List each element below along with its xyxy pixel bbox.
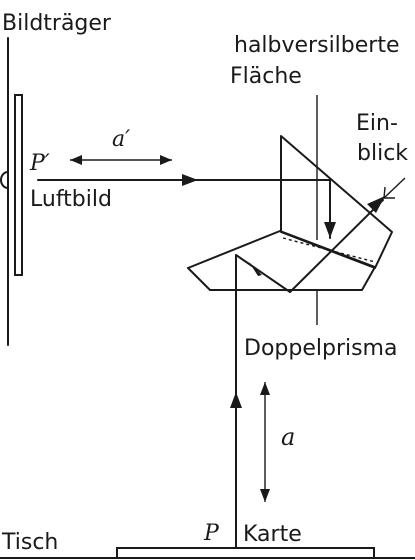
distance-object-label: a [281,423,295,451]
object-point-label: P [203,521,220,546]
map-sheet [116,547,375,559]
ray-up-arrowhead [230,392,242,408]
half-silvered-label-line1: halbversilberte [234,33,400,58]
lower-prism [187,230,376,291]
image-carrier [0,37,23,346]
image-point-label: P′ [29,151,50,176]
dimension-a-prime [70,155,172,165]
dimension-a-prime-right-head [160,155,172,165]
double-prism-label: Doppelprisma [244,336,397,361]
viewing-label-line2: blick [357,141,408,166]
dimension-a-top-head [260,382,270,395]
light-rays [37,174,385,549]
table [0,547,415,559]
ray-eye-arrowhead [367,196,385,213]
image-carrier-knob [0,171,9,189]
distance-image-label: a′ [112,127,130,152]
ray-horizontal-arrowhead [182,174,198,186]
viewing-label-line1: Ein- [356,111,398,136]
dimension-a [260,382,270,502]
image-carrier-plate [14,94,23,276]
dimension-a-prime-left-head [70,155,82,165]
aerial-image-label: Luftbild [30,187,112,212]
viewing-arrow-head [383,186,395,199]
dimension-a-bottom-head [260,489,270,502]
image-carrier-label: Bildträger [2,11,112,36]
ray-into-prism [235,254,291,293]
half-silvered-label-line2: Fläche [230,64,302,89]
ray-diagonal-arrowhead [249,262,262,276]
double-prism [187,95,393,325]
ray-to-eye [289,199,384,293]
map-label: Karte [243,522,302,547]
ray-down-arrowhead [324,222,336,238]
table-label: Tisch [1,530,58,555]
half-silvered-surface [282,237,376,263]
viewing-arrow [383,177,406,199]
viewing-arrow-shaft [383,177,406,199]
